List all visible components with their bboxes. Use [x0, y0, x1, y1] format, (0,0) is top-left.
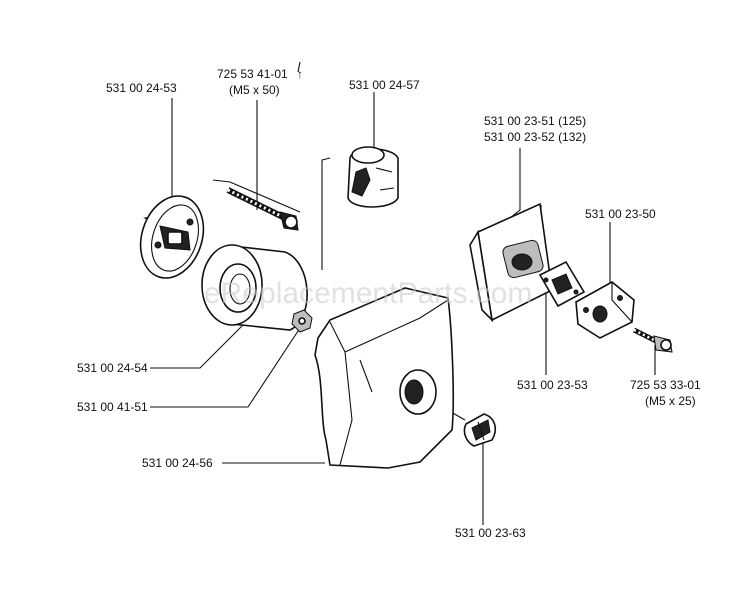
up-arrow-icon: ↑: [297, 67, 303, 81]
label-531-00-41-51: 531 00 41-51: [77, 400, 148, 414]
label-725-53-41-01: 725 53 41-01: [217, 67, 288, 81]
filter-sleeve: [347, 146, 399, 208]
label-531-00-23-52: 531 00 23-52 (132): [484, 130, 586, 144]
short-bolt: [632, 327, 673, 353]
label-531-00-23-53: 531 00 23-53: [517, 378, 588, 392]
filter-base-plate: [139, 195, 205, 279]
label-531-00-24-54: 531 00 24-54: [77, 361, 148, 375]
label-531-00-24-56: 531 00 24-56: [142, 456, 213, 470]
hex-nut: [291, 309, 313, 333]
long-bolt: [226, 187, 299, 231]
watermark: eReplacementParts.com: [204, 277, 532, 310]
carburetor-adapter: [575, 281, 635, 339]
cover-knob: [463, 413, 497, 447]
label-725-53-33-01-size: (M5 x 25): [645, 394, 696, 408]
part-labels: 531 00 24-53 725 53 41-01 ↑ (M5 x 50) 53…: [77, 67, 701, 540]
label-531-00-23-51: 531 00 23-51 (125): [484, 114, 586, 128]
foam-filter: [201, 244, 308, 331]
label-531-00-24-57: 531 00 24-57: [349, 78, 420, 92]
label-531-00-23-63: 531 00 23-63: [455, 526, 526, 540]
label-531-00-24-53: 531 00 24-53: [106, 81, 177, 95]
gasket: [538, 260, 586, 308]
air-filter-cover: [314, 287, 455, 469]
label-725-53-41-01-size: (M5 x 50): [229, 83, 280, 97]
leader-lines: [150, 61, 656, 525]
label-531-00-23-50: 531 00 23-50: [585, 207, 656, 221]
label-725-53-33-01: 725 53 33-01: [630, 378, 701, 392]
